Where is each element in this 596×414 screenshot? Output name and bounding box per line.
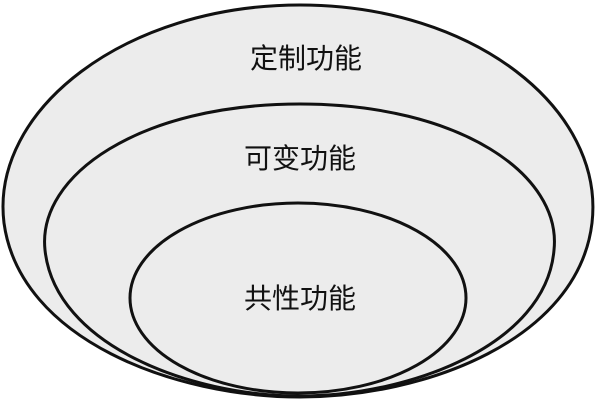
inner-ellipse [128, 201, 468, 395]
middle-layer-label: 可变功能 [244, 142, 356, 175]
inner-layer-label: 共性功能 [244, 282, 356, 315]
outer-layer-label: 定制功能 [250, 42, 362, 75]
